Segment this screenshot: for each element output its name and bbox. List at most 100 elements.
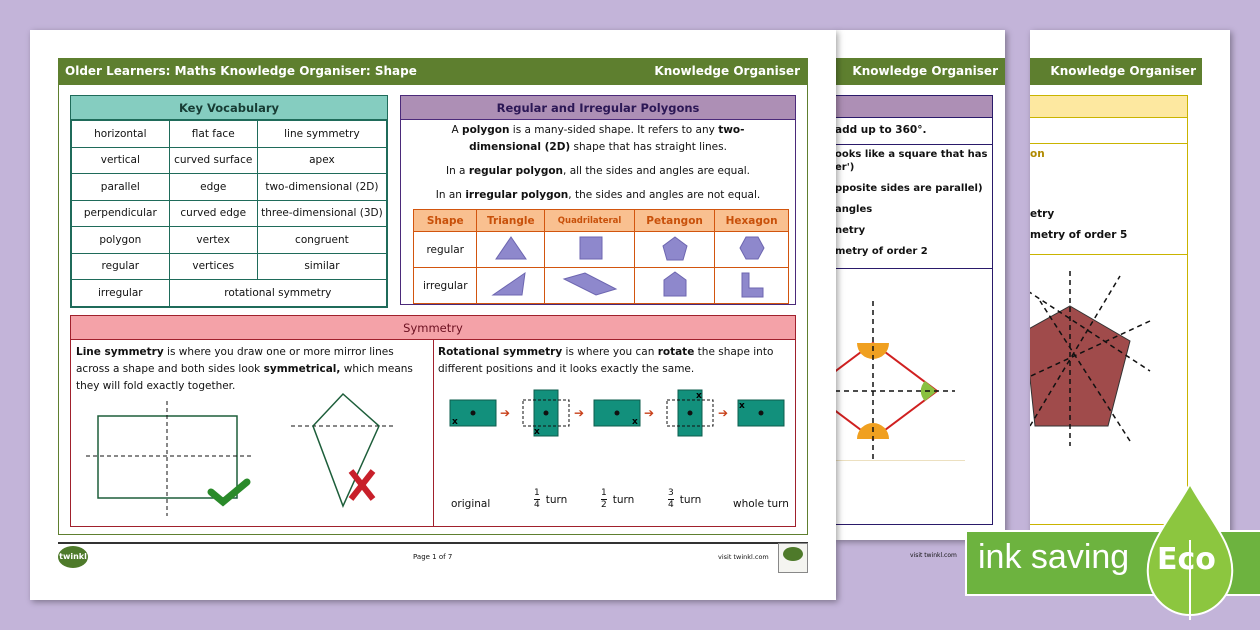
svg-text:x: x — [739, 401, 745, 411]
site-link[interactable]: visit twinkl.com — [718, 553, 769, 561]
column-header: Hexagon — [714, 209, 789, 232]
vocab-term: irregular — [71, 279, 170, 307]
page-2-header: Knowledge Organiser — [835, 58, 1005, 85]
eco-badge-text: ink saving — [978, 538, 1130, 576]
original-label: original — [451, 498, 491, 510]
column-header: Petangon — [633, 209, 716, 232]
column-header: Quadrilateral — [544, 209, 635, 232]
regular-pentagon-icon — [662, 236, 688, 261]
vocab-term: similar — [256, 252, 388, 280]
regular-definition: In a regular polygon, all the sides and … — [401, 163, 795, 180]
page-2-box: add up to 360°. ooks like a square that … — [835, 95, 993, 525]
vocab-term: two-dimensional (2D) — [256, 173, 388, 201]
page-3-text: metry of order 5 — [1030, 229, 1128, 241]
vocab-term: parallel — [71, 173, 170, 201]
key-vocabulary-title: Key Vocabulary — [71, 96, 387, 120]
whole-turn-label: whole turn — [733, 498, 789, 510]
text-run: rotate — [657, 346, 695, 358]
text-run: A — [451, 124, 463, 136]
text-run: irregular polygon — [465, 189, 569, 201]
page-2-text: add up to 360°. — [835, 124, 927, 136]
leaf-drop-icon — [1146, 481, 1234, 620]
page-2-preview[interactable]: Knowledge Organiser add up to 360°. ooks… — [835, 30, 1005, 540]
text-run: shape that has straight lines. — [570, 141, 727, 153]
text-run: is a many-sided shape. It refers to any — [509, 124, 719, 136]
vocab-term: rotational symmetry — [168, 279, 388, 307]
page-3-text: etry — [1030, 208, 1055, 220]
l-shape-icon — [741, 272, 764, 298]
line-symmetry-text: Line symmetry is where you draw one or m… — [76, 344, 426, 395]
row-label: irregular — [412, 267, 478, 304]
twinkl-logo: twinkl — [58, 546, 88, 568]
vocab-term: horizontal — [71, 120, 170, 148]
svg-text:➔: ➔ — [500, 406, 510, 420]
text-run: regular polygon — [468, 165, 564, 177]
text-run: the shape into different positions and i… — [438, 346, 774, 375]
square-icon — [579, 236, 603, 260]
svg-text:➔: ➔ — [718, 406, 728, 420]
rhombus-diagram — [835, 301, 965, 461]
quality-badge-icon — [778, 543, 808, 573]
regular-triangle-icon — [494, 236, 527, 260]
text-run: is where you can — [562, 346, 658, 358]
rotational-symmetry-text: Rotational symmetry is where you can rot… — [438, 344, 793, 378]
irregular-pentagon-icon — [663, 271, 687, 297]
page-3-footer: visit twinkl.com — [910, 552, 957, 559]
vocab-term: line symmetry — [256, 120, 388, 148]
svg-text:➔: ➔ — [574, 406, 584, 420]
svg-text:x: x — [696, 391, 702, 401]
vocab-term: curved edge — [168, 199, 258, 227]
check-icon — [207, 478, 251, 507]
vocab-term: vertical — [71, 146, 170, 174]
page-3-header: Knowledge Organiser — [1030, 58, 1202, 85]
text-run: , the sides and angles are not equal. — [568, 189, 761, 201]
page-3-preview[interactable]: Knowledge Organiser on etry metry of ord… — [910, 30, 1230, 559]
text-run: two-dimensional (2D) — [469, 124, 745, 153]
text-run: , all the sides and angles are equal. — [563, 165, 751, 177]
symmetry-title: Symmetry — [71, 316, 795, 340]
page-2-text: angles — [835, 204, 873, 215]
regular-hexagon-icon — [739, 236, 765, 260]
page-number: Page 1 of 7 — [413, 553, 453, 561]
vocab-term: vertices — [168, 252, 258, 280]
row-label: regular — [412, 231, 478, 268]
page-header: Older Learners: Maths Knowledge Organise… — [58, 58, 808, 85]
text-run: In an — [435, 189, 466, 201]
svg-text:x: x — [452, 417, 458, 427]
header-label: Knowledge Organiser — [654, 64, 800, 78]
vocab-term: edge — [168, 173, 258, 201]
text-run: which means they will fold exactly toget… — [76, 363, 413, 392]
page-2-text: er') — [835, 162, 855, 173]
vocab-term: regular — [71, 252, 170, 280]
svg-text:x: x — [632, 417, 638, 427]
vocab-term: three-dimensional (3D) — [256, 199, 388, 227]
page-2-text: netry — [835, 225, 866, 236]
page-1-preview[interactable]: Older Learners: Maths Knowledge Organise… — [30, 30, 836, 600]
document-title: Older Learners: Maths Knowledge Organise… — [65, 64, 417, 78]
parallelogram-icon — [562, 272, 617, 296]
polygons-title: Regular and Irregular Polygons — [401, 96, 795, 120]
text-run: Rotational symmetry — [438, 346, 563, 358]
line-symmetry-diagram — [86, 392, 393, 516]
svg-text:➔: ➔ — [644, 406, 654, 420]
page-2-text: metry of order 2 — [835, 246, 928, 257]
page-2-text: pposite sides are parallel) — [835, 183, 983, 194]
pentagon-diagram — [1030, 271, 1151, 446]
vocab-term: vertex — [168, 226, 258, 254]
vocab-term: perpendicular — [71, 199, 170, 227]
column-header: Shape — [412, 209, 478, 232]
